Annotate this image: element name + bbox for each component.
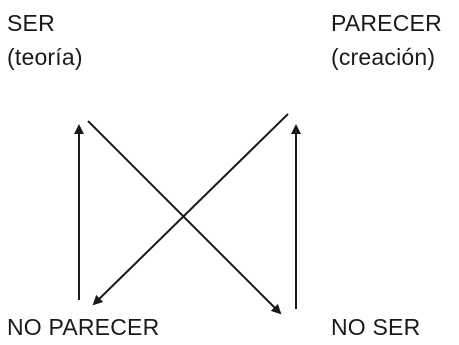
node-parecer: PARECER (creación) (331, 6, 442, 74)
node-parecer-label: PARECER (331, 10, 442, 36)
node-ser-sublabel: (teoría) (7, 44, 83, 70)
node-no-parecer-label: NO PARECER (7, 314, 160, 340)
node-ser: SER (teoría) (7, 6, 83, 74)
node-ser-label: SER (7, 10, 55, 36)
node-no-ser-label: NO SER (331, 314, 421, 340)
node-parecer-sublabel: (creación) (331, 44, 436, 70)
node-no-ser: NO SER (331, 310, 420, 344)
node-no-parecer: NO PARECER (7, 310, 159, 344)
arrow-parecer-to-no-parecer (92, 113, 289, 306)
